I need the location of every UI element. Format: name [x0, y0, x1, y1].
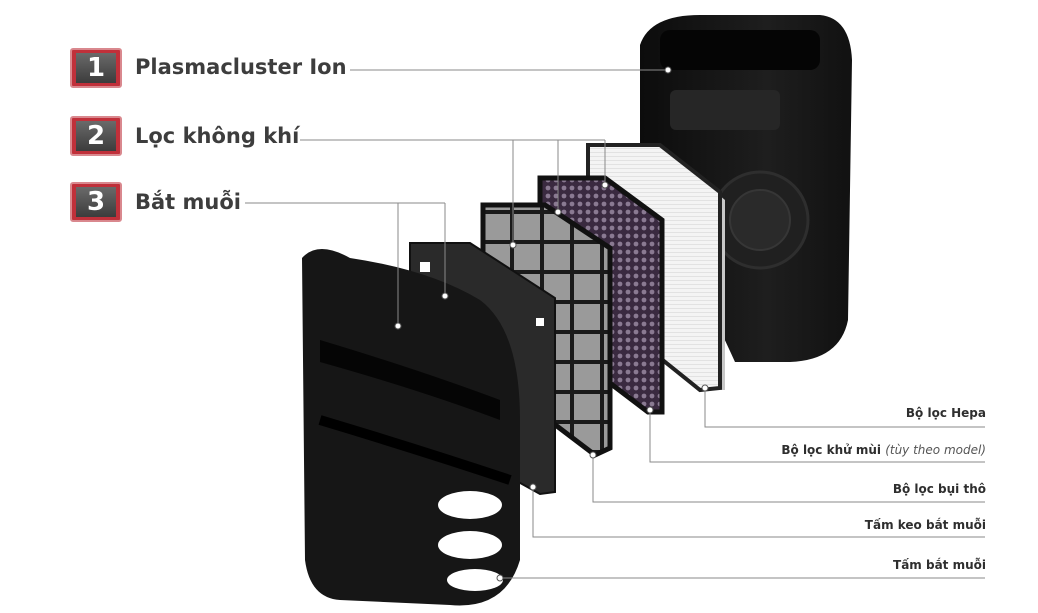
part-name: Tấm bắt muỗi — [893, 558, 986, 572]
category-label-plasmacluster: Plasmacluster Ion — [135, 55, 347, 79]
part-name: Bộ lọc khử mùi — [781, 443, 881, 457]
part-label-pre-filter: Bộ lọc bụi thô — [893, 482, 986, 496]
category-badge: 3 — [70, 182, 122, 222]
part-label-hepa: Bộ lọc Hepa — [906, 406, 986, 420]
part-name: Bộ lọc Hepa — [905, 406, 986, 420]
category-label-mosquito: Bắt muỗi — [135, 190, 241, 214]
mosquito-panel — [302, 249, 520, 606]
category-label-air-filter: Lọc không khí — [135, 124, 300, 148]
part-label-mosquito-panel: Tấm bắt muỗi — [893, 558, 986, 572]
leader-lines — [245, 69, 985, 579]
category-badge: 1 — [70, 48, 122, 88]
part-name: Bộ lọc bụi thô — [892, 482, 986, 496]
category-badge: 2 — [70, 116, 122, 156]
part-note: (tùy theo model) — [885, 443, 986, 457]
part-label-adhesive-sheet: Tấm keo bắt muỗi — [865, 518, 986, 532]
category-number: 1 — [76, 53, 116, 83]
leader-dots — [394, 66, 709, 582]
part-label-deodorizing: Bộ lọc khử mùi (tùy theo model) — [781, 443, 986, 457]
part-name: Tấm keo bắt muỗi — [864, 518, 986, 532]
category-number: 2 — [76, 121, 116, 151]
category-number: 3 — [76, 187, 116, 217]
